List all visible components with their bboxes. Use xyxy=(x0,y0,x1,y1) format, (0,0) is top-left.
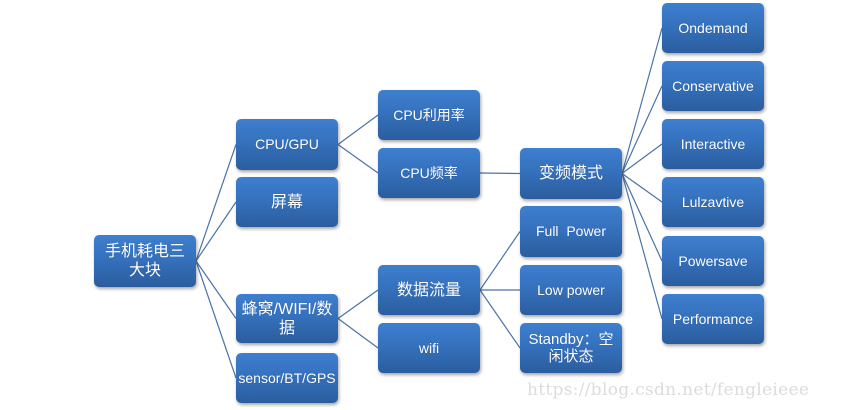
node-ondemand: Ondemand xyxy=(662,3,764,53)
connector-cellular-wifi xyxy=(337,318,379,349)
node-screen: 屏幕 xyxy=(236,177,338,227)
node-label: 蜂窝/WIFI/数据 xyxy=(241,300,333,337)
connector-cpu_freq-freq_mode xyxy=(479,172,521,175)
connector-freq_mode-powersave xyxy=(621,173,663,262)
node-label: CPU频率 xyxy=(400,164,458,181)
connector-cpu_gpu-cpu_freq xyxy=(337,144,379,174)
connector-root-cpu_gpu xyxy=(195,144,237,262)
node-lulzavtive: Lulzavtive xyxy=(662,177,764,227)
connector-root-cellular xyxy=(195,260,237,319)
node-freq-mode: 变频模式 xyxy=(520,148,622,199)
connector-root-sensor xyxy=(195,260,237,379)
node-label: 屏幕 xyxy=(270,193,303,211)
connector-data_traffic-full_power xyxy=(479,231,521,291)
node-label: Powersave xyxy=(678,252,748,269)
connector-freq_mode-interactive xyxy=(621,143,663,174)
node-label: Ondemand xyxy=(678,19,748,36)
node-label: CPU/GPU xyxy=(255,136,319,152)
connector-freq_mode-performance xyxy=(621,173,663,320)
node-label: Low power xyxy=(537,281,605,298)
node-wifi: wifi xyxy=(378,323,480,373)
node-label: CPU利用率 xyxy=(393,106,465,123)
node-cellular: 蜂窝/WIFI/数据 xyxy=(236,294,338,343)
node-low-power: Low power xyxy=(520,265,622,315)
node-powersave: Powersave xyxy=(662,236,764,286)
node-interactive: Interactive xyxy=(662,119,764,169)
node-sensor: sensor/BT/GPS xyxy=(236,353,338,403)
node-performance: Performance xyxy=(662,294,764,344)
node-cpu-gpu: CPU/GPU xyxy=(236,119,338,170)
node-label: Performance xyxy=(672,310,754,327)
node-label: 数据流量 xyxy=(396,281,461,299)
connector-freq_mode-ondemand xyxy=(621,27,663,174)
node-label: 手机耗电三大块 xyxy=(104,243,185,279)
node-full-power: Full Power xyxy=(520,206,622,257)
connector-cpu_gpu-cpu_usage xyxy=(337,114,379,145)
node-label: Interactive xyxy=(680,135,746,152)
node-label: 变频模式 xyxy=(538,165,603,182)
node-label: wifi xyxy=(418,339,440,356)
node-label: Conservative xyxy=(672,77,754,94)
connector-cellular-data_traffic xyxy=(337,289,379,319)
node-label: Standby：空闲状态 xyxy=(528,331,614,365)
node-label: Full Power xyxy=(535,223,607,239)
node-cpu-usage: CPU利用率 xyxy=(378,90,480,140)
node-data-traffic: 数据流量 xyxy=(378,265,480,315)
node-label: sensor/BT/GPS xyxy=(238,369,336,386)
connector-data_traffic-standby xyxy=(479,289,521,349)
connector-freq_mode-lulzavtive xyxy=(621,173,663,203)
node-label: Lulzavtive xyxy=(681,193,745,210)
watermark: https://blog.csdn.net/fengleieee xyxy=(527,380,810,400)
node-root: 手机耗电三大块 xyxy=(94,235,196,287)
node-standby: Standby：空闲状态 xyxy=(520,323,622,373)
node-conservative: Conservative xyxy=(662,61,764,111)
connector-root-screen xyxy=(195,201,237,262)
node-cpu-freq: CPU频率 xyxy=(378,148,480,198)
connector-freq_mode-conservative xyxy=(621,85,663,174)
